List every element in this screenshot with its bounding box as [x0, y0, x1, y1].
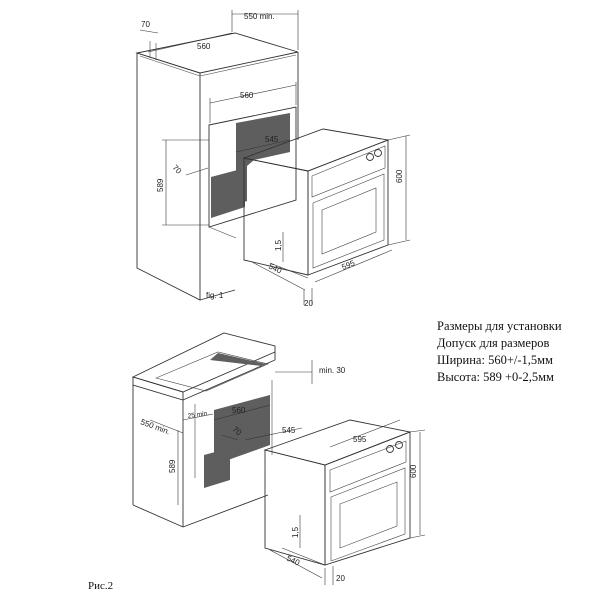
notes-line-2: Допуск для размеров — [437, 336, 550, 350]
dim-25-min: 25 min. — [187, 410, 209, 420]
dim-545-2: 545 — [282, 426, 296, 435]
dimension-lines-1 — [139, 10, 411, 305]
dim-545: 545 — [265, 135, 279, 144]
oven-unit-2 — [263, 419, 412, 566]
dim-70-top: 70 — [141, 20, 150, 29]
installation-notes: Размеры для установки Допуск для размеро… — [437, 318, 607, 386]
dim-550-min-2: 550 min. — [139, 417, 171, 436]
dim-600-2: 600 — [409, 464, 418, 478]
dim-550-min: 550 min. — [244, 12, 275, 21]
dim-589-2: 589 — [168, 459, 177, 473]
dim-1-5: 1,5 — [274, 239, 283, 251]
dimension-labels-1: 70 550 min. 560 560 545 589 70 600 1,5 5… — [141, 12, 404, 308]
tall-cabinet — [135, 32, 299, 301]
dimension-labels-2: min. 30 25 min. 550 min. 560 70 545 595 … — [139, 366, 418, 583]
dimension-lines-2 — [149, 360, 426, 585]
dim-595-2: 595 — [353, 435, 367, 444]
countertop — [131, 332, 276, 401]
dim-589: 589 — [156, 178, 165, 192]
dim-540: 540 — [267, 262, 283, 276]
figure-1: 70 550 min. 560 560 545 589 70 600 1,5 5… — [135, 10, 411, 308]
dim-595: 595 — [340, 258, 356, 272]
dim-600: 600 — [395, 169, 404, 183]
dim-560-2: 560 — [232, 406, 246, 415]
base-cabinet — [132, 380, 273, 528]
cabinet-opening — [208, 106, 297, 239]
figure-1-label: fig. 1 — [206, 291, 224, 300]
notes-line-3: Ширина: 560+/-1,5мм — [437, 353, 553, 367]
dim-20: 20 — [304, 299, 313, 308]
dim-560-opening: 560 — [240, 91, 254, 100]
figure-2-caption: Рис.2 — [88, 580, 114, 592]
dim-20-2: 20 — [336, 574, 345, 583]
dim-70-inner: 70 — [171, 163, 184, 176]
dim-560-top: 560 — [197, 42, 211, 51]
notes-line-1: Размеры для установки — [437, 319, 562, 333]
dim-1-5-2: 1,5 — [291, 526, 300, 538]
dim-min-30: min. 30 — [319, 366, 346, 375]
notes-line-4: Высота: 589 +0-2,5мм — [437, 370, 554, 384]
figure-2: min. 30 25 min. 550 min. 560 70 545 595 … — [131, 332, 426, 585]
